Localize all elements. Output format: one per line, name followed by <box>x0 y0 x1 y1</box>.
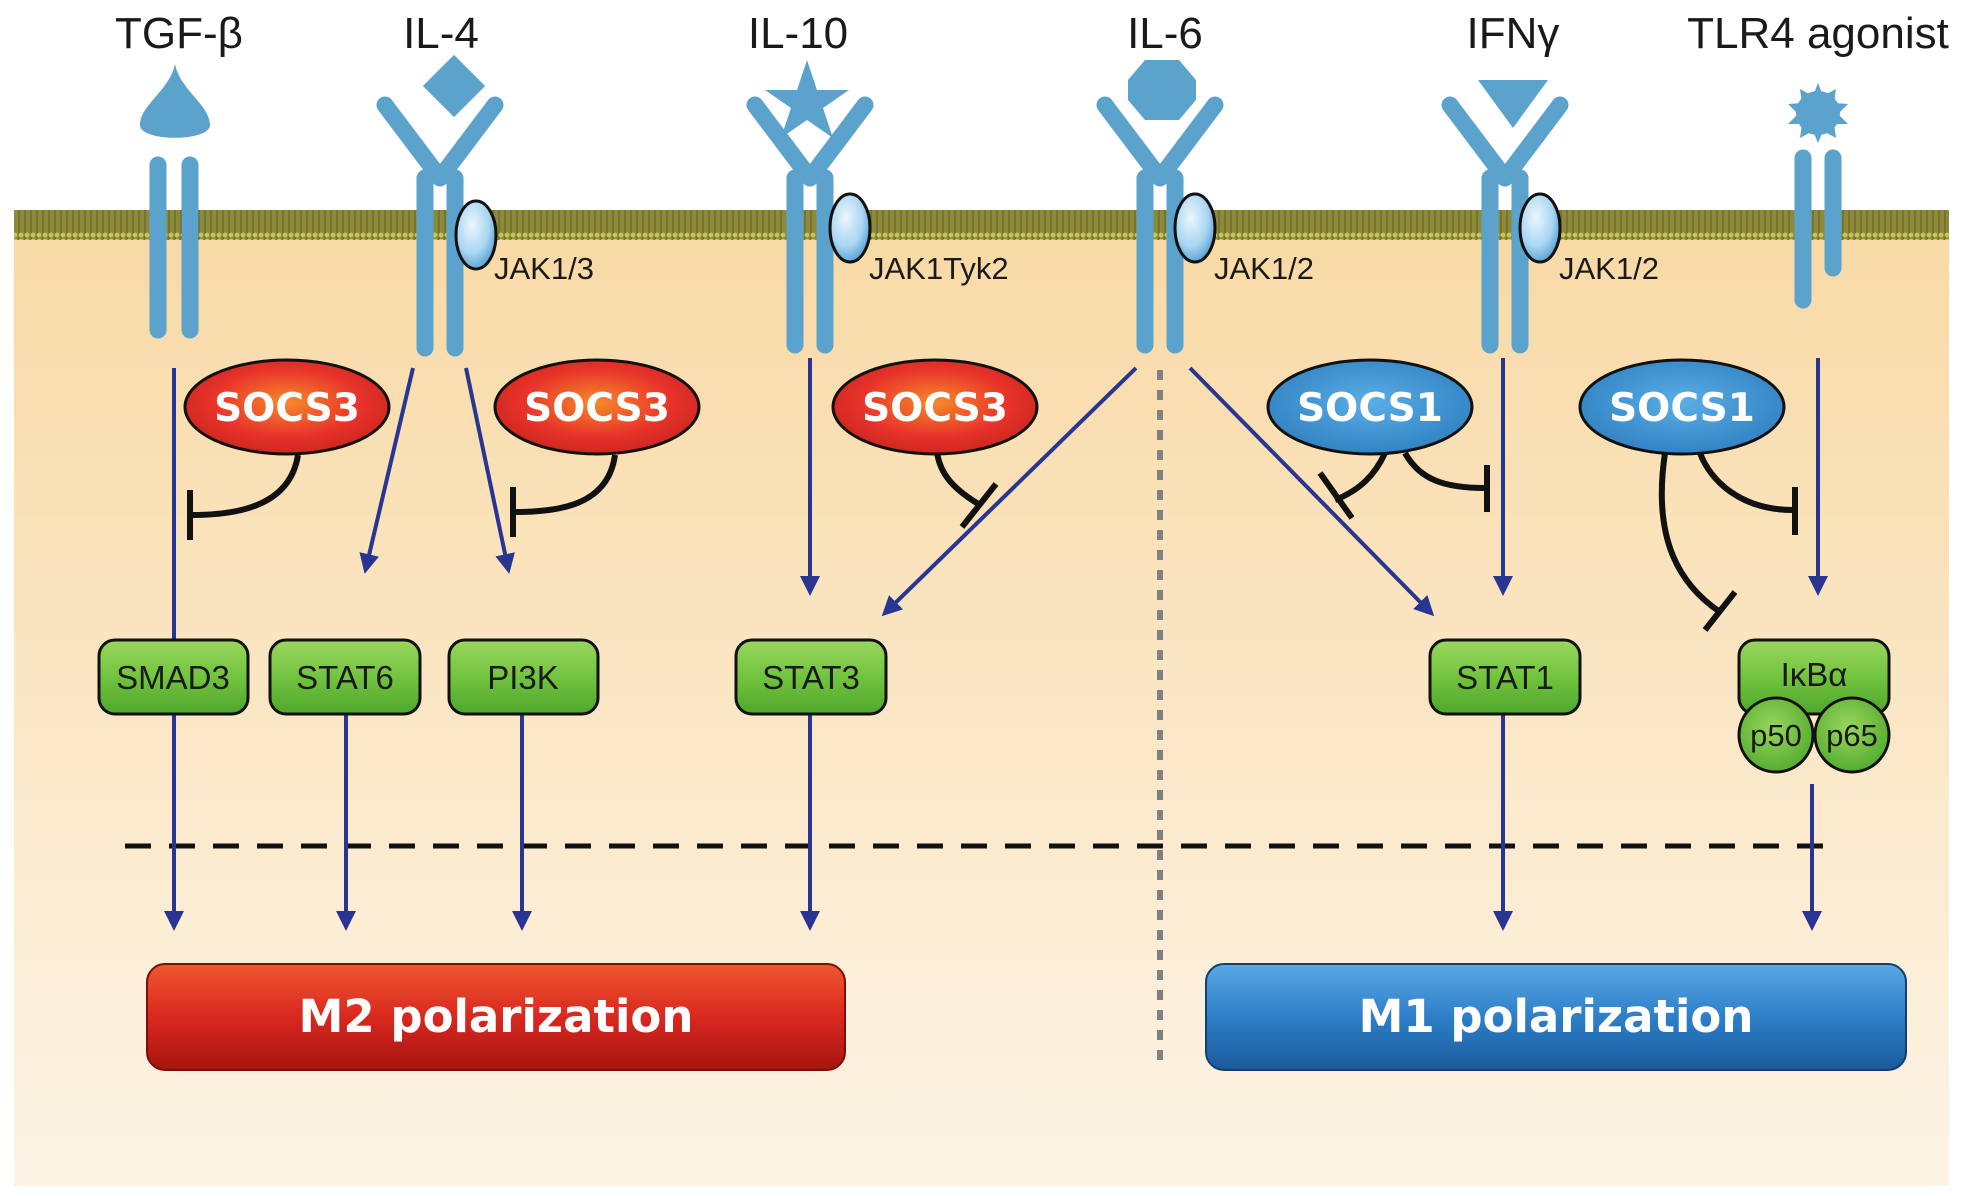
il-10-ligand-icon <box>765 60 849 138</box>
mediator-label: SMAD3 <box>116 659 230 696</box>
il-6-receptor <box>1096 96 1224 354</box>
mediator-stat3: STAT3 <box>734 638 888 716</box>
socs1-node: SOCS1 <box>1266 358 1474 456</box>
m1-polarization-box: M1 polarization <box>1205 963 1907 1071</box>
m2-polarization-box: M2 polarization <box>146 963 846 1071</box>
jak-kinase-icon <box>1173 192 1217 264</box>
m2-polarization-label: M2 polarization <box>299 990 694 1043</box>
ligand-label-il-4: IL-4 <box>403 9 479 58</box>
socs1-label: SOCS1 <box>1297 386 1443 431</box>
socs3-label: SOCS3 <box>214 386 360 431</box>
ligand-label-il-10: IL-10 <box>748 9 848 58</box>
jak-kinase-icon <box>1518 192 1562 264</box>
m1-polarization-label: M1 polarization <box>1359 990 1754 1043</box>
tgf-beta-receptor <box>149 156 199 339</box>
jak-label-il-10: JAK1Tyk2 <box>869 251 1009 286</box>
mediator-smad3: SMAD3 <box>97 638 250 716</box>
tlr4-agonist-ligand-icon <box>1788 83 1848 143</box>
mediator-label: PI3K <box>487 659 559 696</box>
mediator-pi3k: PI3K <box>447 638 600 716</box>
nfkb-p50-label: p50 <box>1750 718 1802 753</box>
jak-label-il-4: JAK1/3 <box>494 251 594 286</box>
mediator-ikba-nfkb: IκBα p50 p65 <box>1737 638 1891 774</box>
socs1-label: SOCS1 <box>1609 386 1755 431</box>
mediator-label: IκBα <box>1781 656 1848 693</box>
jak-label-ifn-gamma: JAK1/2 <box>1559 251 1659 286</box>
mediator-label: STAT1 <box>1456 659 1554 696</box>
ligand-label-il-6: IL-6 <box>1127 9 1203 58</box>
ligand-label-ifn-gamma: IFNγ <box>1467 9 1560 58</box>
ligand-label-tlr4-agonist: TLR4 agonist <box>1687 9 1949 58</box>
il-6-ligand-icon <box>1128 60 1196 120</box>
socs3-node: SOCS3 <box>831 358 1039 456</box>
nfkb-p50 <box>1737 696 1815 774</box>
jak-kinase-icon <box>828 192 872 264</box>
jak-kinase-icon <box>454 199 498 271</box>
il-4-ligand-icon <box>422 54 486 118</box>
socs1-node: SOCS1 <box>1578 358 1786 456</box>
mediator-stat6: STAT6 <box>268 638 422 716</box>
il-4-receptor <box>376 96 504 357</box>
activation-arrows <box>164 358 1828 931</box>
ifn-gamma-receptor <box>1441 96 1569 354</box>
ifn-gamma-ligand-icon <box>1478 80 1548 128</box>
socs3-label: SOCS3 <box>862 386 1008 431</box>
socs3-node: SOCS3 <box>493 358 701 456</box>
tgf-beta-ligand-icon <box>140 64 210 138</box>
mediator-label: STAT6 <box>296 659 394 696</box>
plasma-membrane <box>14 210 1949 240</box>
inhibition-bars <box>187 451 1798 632</box>
mediator-label: STAT3 <box>762 659 860 696</box>
socs3-node: SOCS3 <box>183 358 391 456</box>
jak-label-il-6: JAK1/2 <box>1214 251 1314 286</box>
nfkb-p65 <box>1813 696 1891 774</box>
mediator-stat1: STAT1 <box>1428 638 1582 716</box>
il-10-receptor <box>746 96 874 354</box>
socs3-label: SOCS3 <box>524 386 670 431</box>
tlr4-receptor <box>1794 149 1842 309</box>
ligand-label-tgf-beta: TGF-β <box>115 9 243 58</box>
nfkb-p65-label: p65 <box>1826 718 1878 753</box>
